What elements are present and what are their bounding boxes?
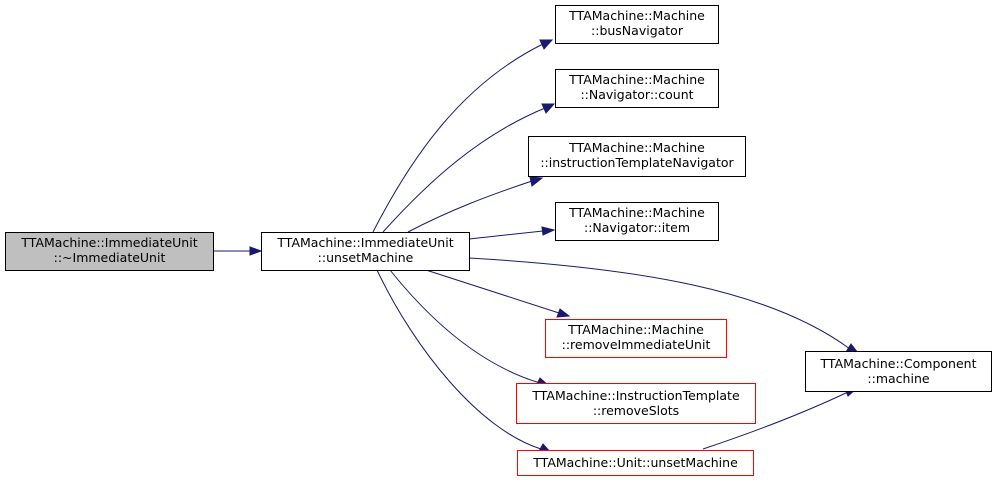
node-instruction-template-navigator-box: [528, 136, 746, 177]
edge-unset-to-navcount: [382, 107, 546, 233]
node-unset-machine[interactable]: TTAMachine::ImmediateUnit ::unsetMachine: [261, 232, 470, 271]
edge-unset-to-compmachine: [468, 257, 851, 350]
edge-unitunset-to-compmachine: [702, 391, 849, 450]
node-bus-navigator-box: [555, 5, 719, 44]
arrowhead-removeiu: [556, 308, 571, 318]
node-bus-navigator[interactable]: TTAMachine::Machine ::busNavigator: [555, 5, 719, 44]
edge-unset-to-navitem: [468, 230, 544, 240]
node-root-line1: TTAMachine::ImmediateUnit: [20, 235, 197, 250]
node-navigator-count-line1: TTAMachine::Machine: [568, 72, 705, 87]
arrowhead-unset: [249, 246, 263, 256]
edge-unset-to-removeiu: [425, 269, 560, 314]
node-component-machine-line1: TTAMachine::Component: [820, 356, 977, 371]
node-remove-immediate-unit-line1: TTAMachine::Machine: [567, 322, 704, 337]
node-remove-immediate-unit-box: [545, 319, 727, 358]
node-root-box: [5, 232, 214, 271]
node-remove-slots-line1: TTAMachine::InstructionTemplate: [531, 388, 740, 403]
node-instruction-template-navigator-line2: ::instructionTemplateNavigator: [540, 155, 734, 170]
edges: [213, 39, 860, 454]
node-navigator-item-line2: ::Navigator::item: [584, 220, 690, 235]
node-bus-navigator-line2: ::busNavigator: [591, 23, 684, 38]
node-navigator-item-line1: TTAMachine::Machine: [568, 205, 705, 220]
node-root[interactable]: TTAMachine::ImmediateUnit ::~ImmediateUn…: [5, 232, 214, 271]
node-unset-machine-box: [261, 232, 470, 271]
node-instruction-template-navigator[interactable]: TTAMachine::Machine ::instructionTemplat…: [528, 136, 746, 177]
arrowhead-navcount: [541, 103, 556, 114]
edge-unset-to-itnav: [407, 180, 533, 233]
node-navigator-count-box: [555, 69, 719, 108]
edge-unset-to-busnav: [372, 43, 544, 233]
edge-unset-to-unitunset: [376, 269, 542, 450]
node-root-line2: ::~ImmediateUnit: [54, 250, 166, 265]
node-instruction-template-navigator-line1: TTAMachine::Machine: [568, 140, 705, 155]
node-unset-machine-line1: TTAMachine::ImmediateUnit: [276, 235, 453, 250]
node-remove-slots-box: [516, 383, 756, 424]
node-remove-slots-line2: ::removeSlots: [593, 403, 679, 418]
node-navigator-count-line2: ::Navigator::count: [580, 87, 693, 102]
node-remove-immediate-unit-line2: ::removeImmediateUnit: [562, 337, 711, 352]
node-bus-navigator-line1: TTAMachine::Machine: [568, 8, 705, 23]
node-navigator-count[interactable]: TTAMachine::Machine ::Navigator::count: [555, 69, 719, 108]
node-navigator-item[interactable]: TTAMachine::Machine ::Navigator::item: [555, 202, 719, 241]
node-component-machine[interactable]: TTAMachine::Component ::machine: [805, 351, 992, 392]
edge-unset-to-removeslots: [389, 269, 541, 384]
arrowhead-busnav: [539, 39, 554, 50]
arrowhead-navitem: [541, 226, 556, 236]
node-unset-machine-line2: ::unsetMachine: [318, 250, 414, 265]
node-component-machine-line2: ::machine: [867, 371, 929, 386]
node-unit-unset-machine[interactable]: TTAMachine::Unit::unsetMachine: [517, 450, 754, 476]
node-remove-slots[interactable]: TTAMachine::InstructionTemplate ::remove…: [516, 383, 756, 424]
node-unit-unset-machine-line1: TTAMachine::Unit::unsetMachine: [532, 455, 738, 470]
node-component-machine-box: [805, 351, 992, 392]
node-navigator-item-box: [555, 202, 719, 241]
node-unit-unset-machine-box: [517, 450, 754, 476]
arrowhead-itnav: [529, 176, 544, 187]
node-remove-immediate-unit[interactable]: TTAMachine::Machine ::removeImmediateUni…: [545, 319, 727, 358]
